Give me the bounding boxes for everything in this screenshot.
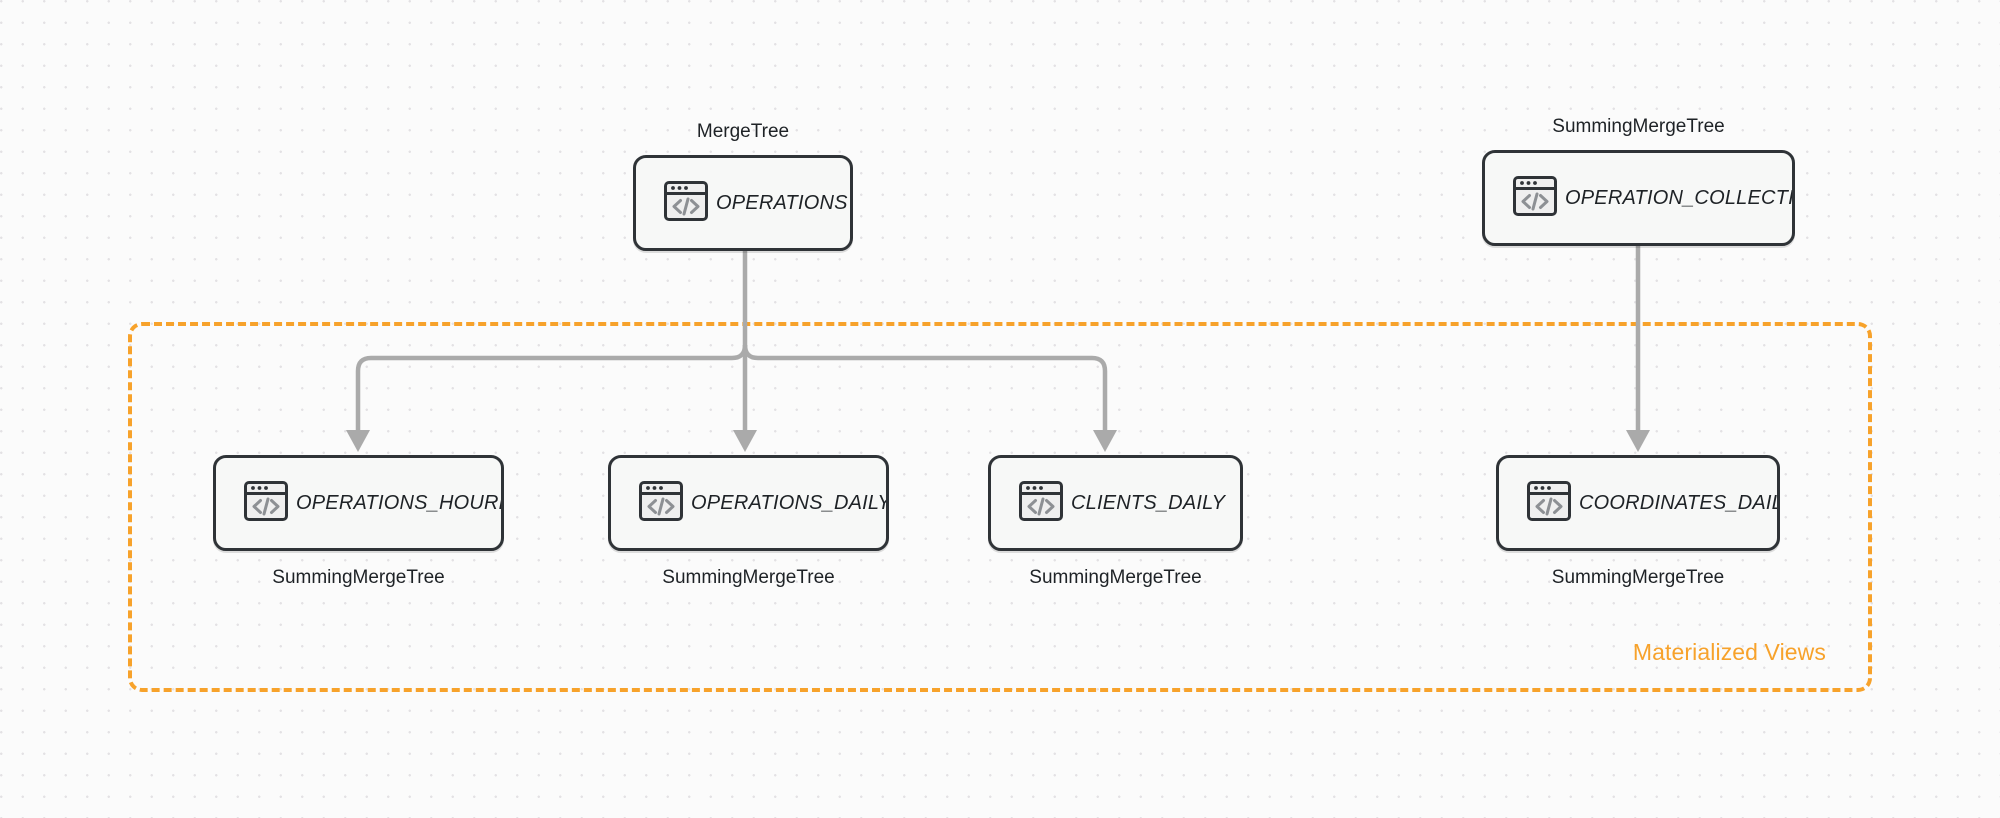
- node-label-clients_daily: CLIENTS_DAILY: [1071, 491, 1226, 514]
- code-window-icon: [662, 177, 710, 230]
- node-operation_collection[interactable]: OPERATION_COLLECTION: [1482, 150, 1795, 246]
- node-clients_daily[interactable]: CLIENTS_DAILY: [988, 455, 1243, 551]
- engine-caption-coordinates_daily: SummingMergeTree: [1551, 567, 1725, 588]
- code-window-icon: [1511, 172, 1559, 225]
- node-label-operations: OPERATIONS: [716, 191, 848, 214]
- node-operations_daily[interactable]: OPERATIONS_DAILY: [608, 455, 889, 551]
- node-coordinates_daily[interactable]: COORDINATES_DAILY: [1496, 455, 1780, 551]
- node-label-coordinates_daily: COORDINATES_DAILY: [1579, 491, 1777, 514]
- node-label-operation_collection: OPERATION_COLLECTION: [1565, 186, 1792, 209]
- node-label-operations_hourly: OPERATIONS_HOURLY: [296, 491, 501, 514]
- engine-caption-operation_collection: SummingMergeTree: [1552, 116, 1725, 137]
- node-operations_hourly[interactable]: OPERATIONS_HOURLY: [213, 455, 504, 551]
- code-window-icon: [1525, 477, 1573, 530]
- node-label-operations_daily: OPERATIONS_DAILY: [691, 491, 886, 514]
- engine-caption-clients_daily: SummingMergeTree: [1029, 567, 1202, 588]
- code-window-icon: [637, 477, 685, 530]
- code-window-icon: [242, 477, 290, 530]
- materialized-views-group-label: Materialized Views: [1632, 639, 1826, 665]
- materialized-views-group: Materialized Views: [128, 322, 1872, 692]
- engine-caption-operations_hourly: SummingMergeTree: [272, 567, 445, 588]
- engine-caption-operations: MergeTree: [696, 121, 790, 142]
- engine-caption-operations_daily: SummingMergeTree: [662, 567, 835, 588]
- code-window-icon: [1017, 477, 1065, 530]
- node-operations[interactable]: OPERATIONS: [633, 155, 853, 251]
